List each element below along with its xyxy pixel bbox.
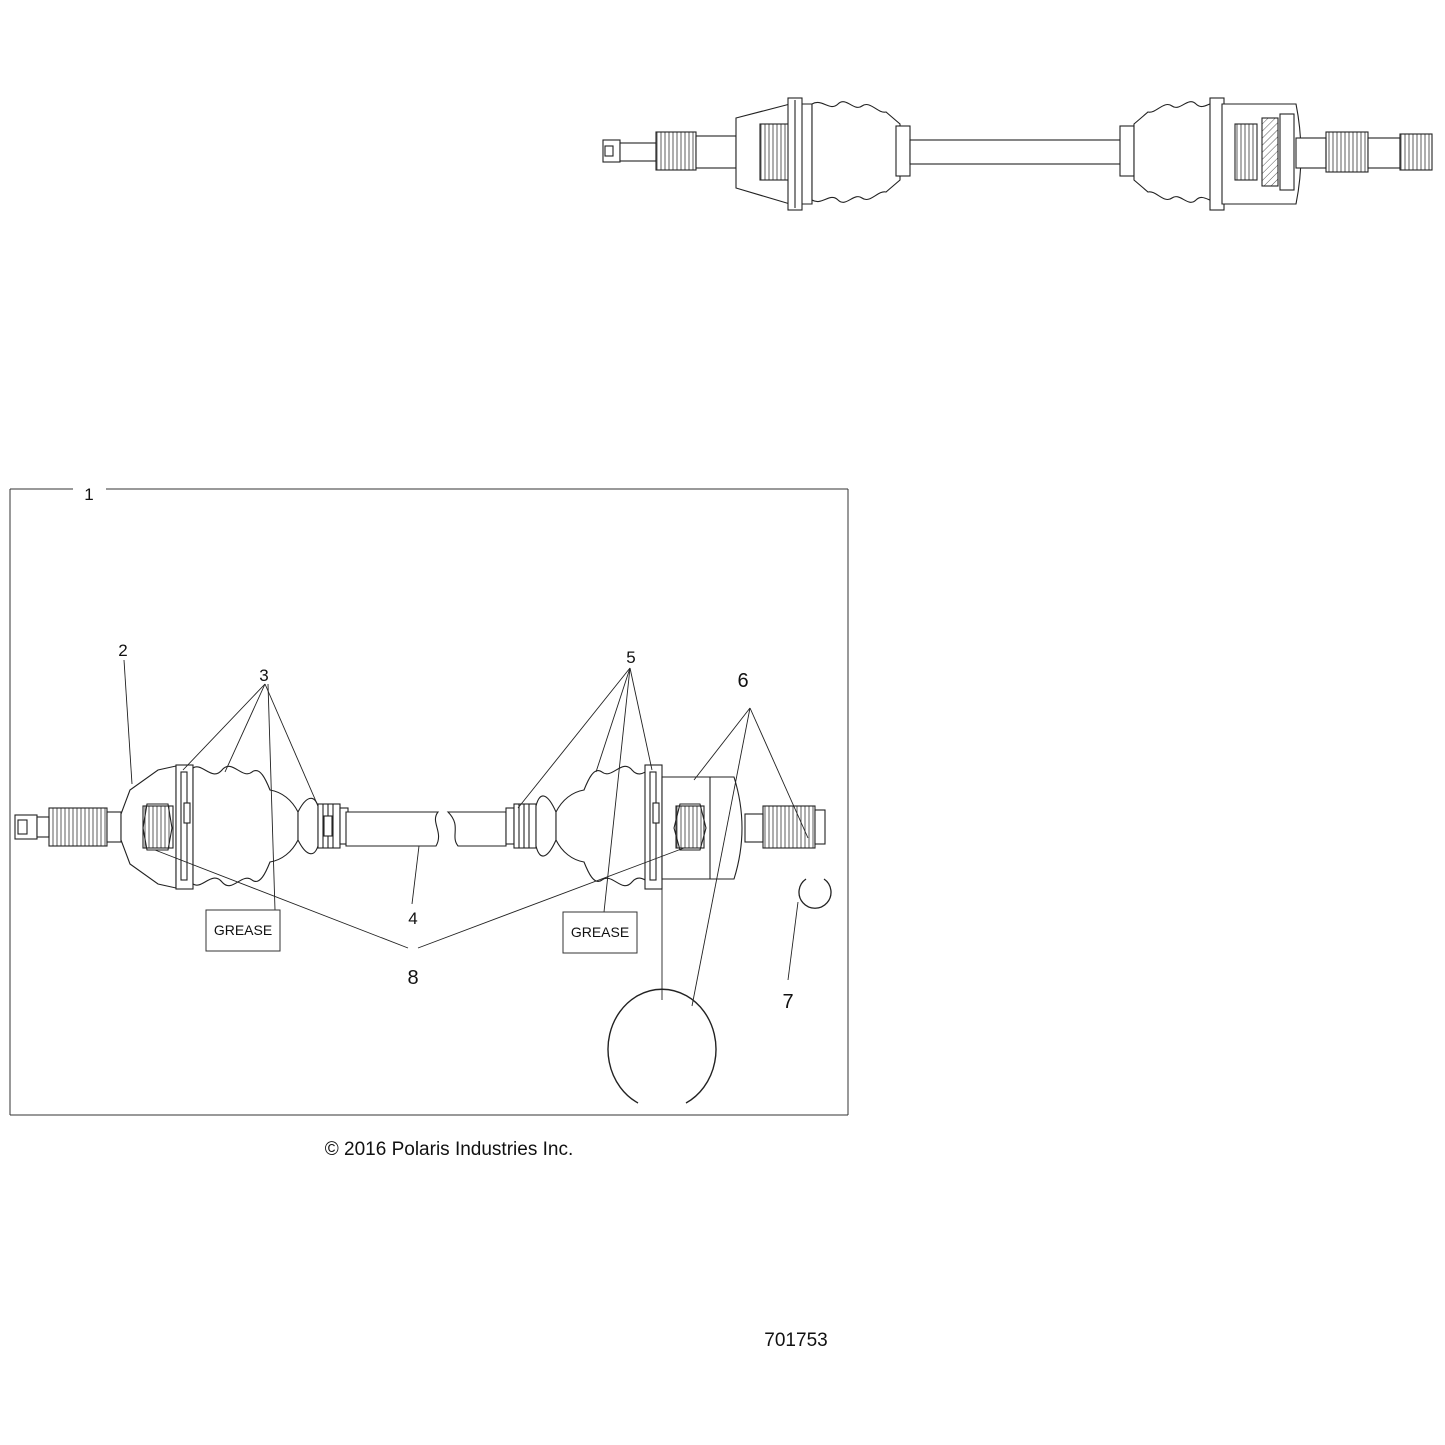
callout-4: 4 [408,909,417,928]
callout-1: 1 [84,485,93,504]
copyright-text: © 2016 Polaris Industries Inc. [325,1139,573,1160]
callout-2: 2 [118,641,127,660]
grease-box-right: GREASE [562,911,638,954]
callout-8: 8 [407,967,418,989]
callout-7: 7 [782,991,793,1013]
grease-label: GREASE [214,922,272,938]
callout-6: 6 [737,670,748,692]
grease-box-left: GREASE [205,909,281,952]
callout-5: 5 [626,648,635,667]
assembled-axle-overview [602,97,1433,211]
grease-label: GREASE [571,924,629,940]
exploded-axle-drawing [14,764,832,1104]
callout-3: 3 [259,666,268,685]
drawing-number: 701753 [764,1330,827,1351]
leader-lines [123,659,809,1007]
exploded-view-frame [9,488,849,1116]
